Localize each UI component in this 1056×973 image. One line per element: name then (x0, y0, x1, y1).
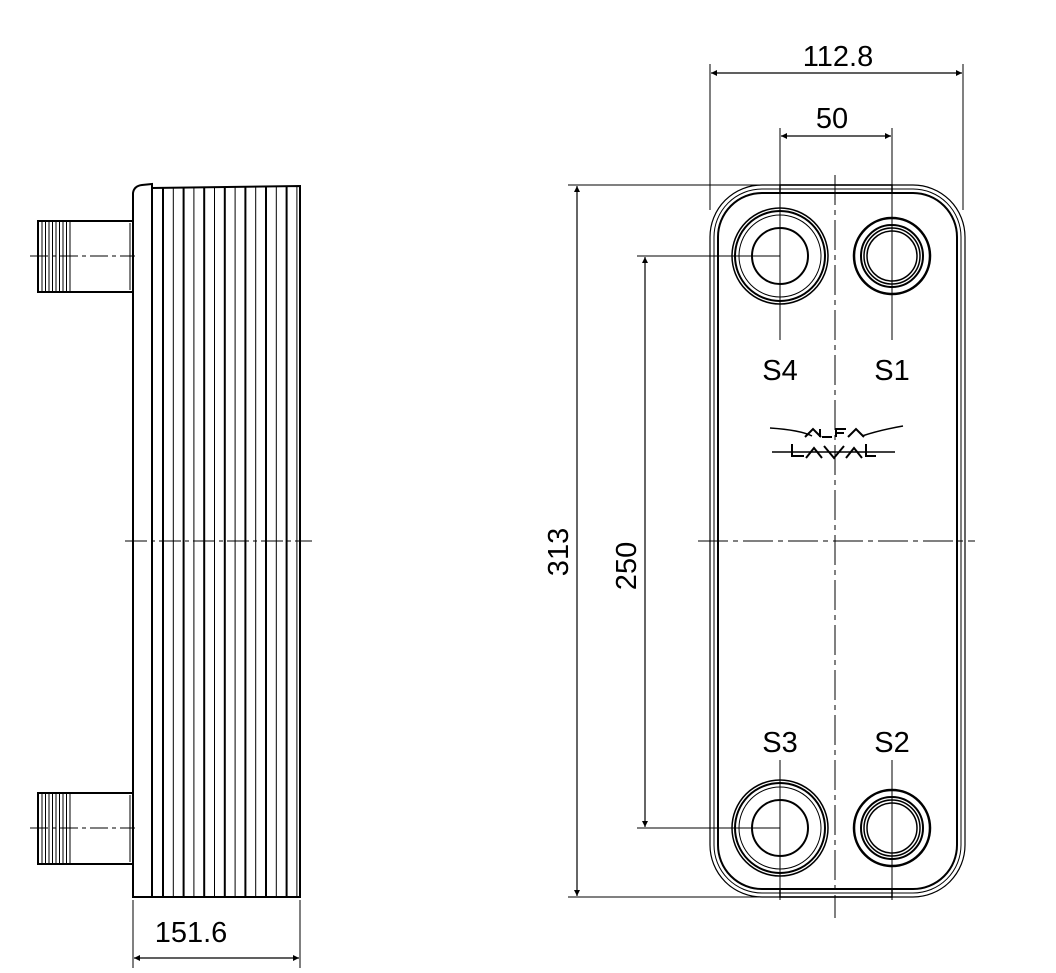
dimension-port-spacing-vertical: 250 (611, 255, 780, 829)
port-label-s3: S3 (762, 727, 797, 759)
side-view: 151.6 (30, 182, 312, 968)
plate-ribs (162, 187, 298, 897)
dimension-height-label: 313 (543, 528, 575, 576)
dimension-height: 313 (543, 184, 780, 898)
alfa-laval-logo (769, 425, 904, 460)
dimension-depth-label: 151.6 (155, 917, 228, 949)
dimension-width: 112.8 (709, 41, 964, 210)
port-label-s1: S1 (874, 355, 909, 387)
port-label-s2: S2 (874, 727, 909, 759)
dimension-port-spacing-horizontal: 50 (779, 103, 891, 185)
dimension-port-spacing-horizontal-label: 50 (816, 103, 848, 135)
dimension-port-spacing-vertical-label: 250 (611, 542, 643, 590)
end-plate (132, 182, 153, 898)
port-label-s4: S4 (762, 355, 797, 387)
dimension-width-label: 112.8 (803, 41, 873, 73)
front-view: S4 S1 S3 S2 112.8 50 313 (543, 41, 975, 918)
dimension-depth: 151.6 (132, 900, 301, 968)
